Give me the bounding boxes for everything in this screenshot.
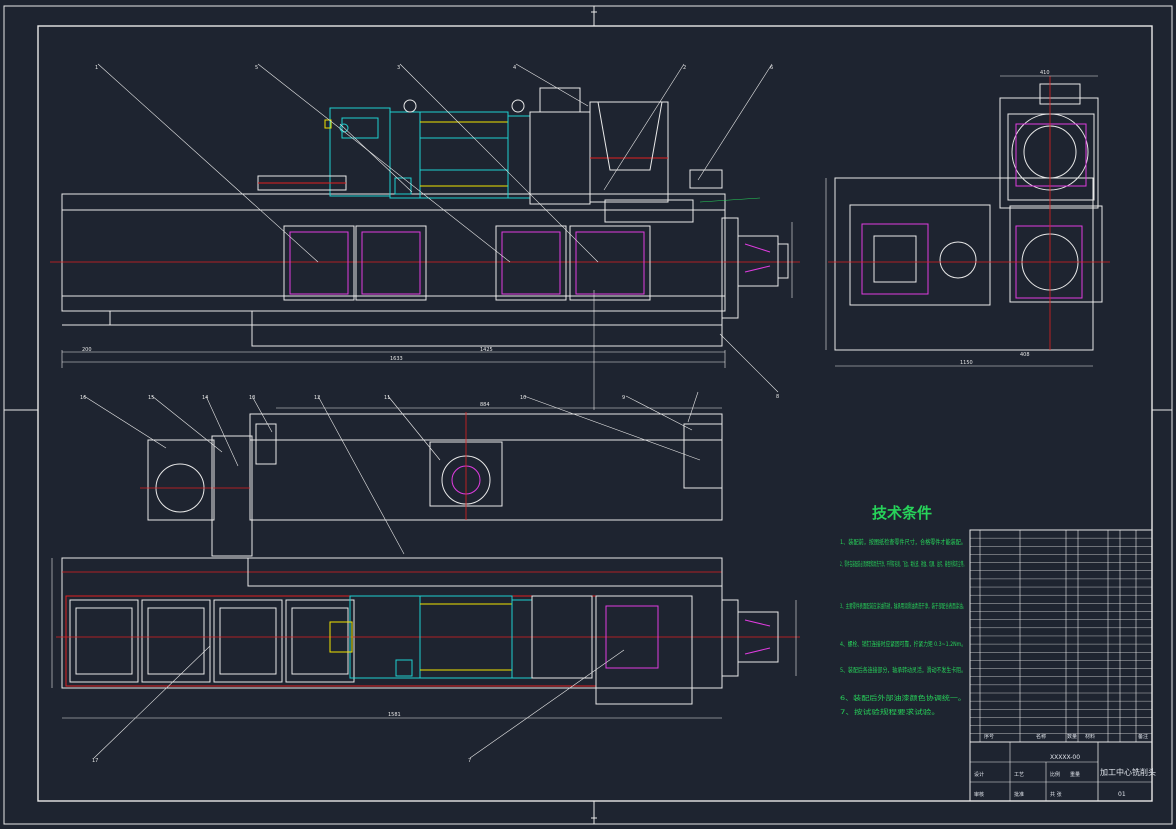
dimension-label: 1425	[480, 347, 493, 353]
sheet-frame	[3, 5, 1173, 825]
callout-label: 12	[314, 395, 320, 401]
dimension-label: 1581	[388, 712, 401, 718]
header-qty: 数量	[1067, 733, 1077, 740]
drawing-number: XXXXX-00	[1050, 754, 1080, 761]
dimension-texts: 1633 200 1425 1581 884 1150 410 408	[82, 70, 1050, 718]
header-name: 名称	[1036, 733, 1046, 740]
tech-req-title: 技术条件	[872, 504, 932, 522]
tech-req-item: 3、主要零件表面配前应涂油防锈，轴承用润滑油清洗干净，装于部配合表面涂油。	[840, 601, 966, 610]
callout-label: 6	[770, 65, 773, 71]
label-scale: 比例	[1050, 771, 1060, 778]
callout-label: 13	[249, 395, 255, 401]
dimension-label: 1150	[960, 360, 973, 366]
callout-label: 1	[95, 65, 98, 71]
label-approve: 批准	[1014, 791, 1024, 798]
callout-label: 14	[202, 395, 208, 401]
sheet-index: 01	[1118, 791, 1126, 798]
callout-label: 4	[513, 65, 516, 71]
header-remark: 备注	[1138, 733, 1148, 740]
callout-labels-bottom: 16 15 14 13 12 11 10 9 17 7	[80, 395, 625, 764]
tech-req-item: 1、装配前，按图纸检查零件尺寸，合格零件才能装配。	[840, 537, 966, 546]
tech-req-item: 6、装配后外部油漆颜色协调统一。	[840, 693, 966, 702]
dimension-label: 884	[480, 402, 490, 408]
technical-requirements: 技术条件 1、装配前，按图纸检查零件尺寸，合格零件才能装配。 2、零件在装配前必…	[840, 504, 966, 716]
parts-list-rows	[970, 529, 1152, 743]
label-sheets: 共 张	[1050, 791, 1062, 798]
callout-label: 16	[80, 395, 86, 401]
header-material: 材料	[1085, 733, 1095, 740]
callout-label: 8	[776, 394, 779, 400]
label-check: 审核	[974, 791, 984, 798]
callout-label: 9	[622, 395, 625, 401]
plan-view	[51, 391, 800, 759]
label-design: 设计	[974, 771, 984, 778]
callout-label: 3	[397, 65, 400, 71]
tech-req-item: 2、零件在装配前必须清理和清洗干净，不得有毛刺、飞边、氧化皮、锈蚀、切屑、油污、…	[840, 559, 966, 568]
callout-label: 11	[384, 395, 390, 401]
label-weight: 重量	[1070, 771, 1080, 778]
header-seq: 序号	[984, 733, 994, 740]
dimension-label: 408	[1020, 352, 1030, 358]
label-process: 工艺	[1014, 772, 1024, 778]
dimension-label: 410	[1040, 70, 1050, 76]
dimension-label: 1633	[390, 356, 403, 362]
callout-label: 15	[148, 395, 154, 401]
tech-req-item: 4、螺栓、销钉连接时应紧固可靠，拧紧力矩 0.3~1.2Nm。	[840, 639, 966, 648]
callout-label: 2	[683, 65, 686, 71]
callout-label: 5	[255, 65, 258, 71]
front-elevation-view	[50, 63, 800, 410]
dimension-label: 200	[82, 347, 92, 353]
drawing-title: 加工中心铣削头	[1100, 767, 1156, 777]
tech-req-item: 7、按试验规程要求试验。	[840, 707, 940, 716]
callout-label: 17	[92, 758, 98, 764]
callout-labels-top: 1 5 3 4 2 6 8	[95, 65, 779, 400]
tech-req-item: 5、装配后各连接部分，轴承转动灵活，滑动不发生卡阻。	[840, 665, 966, 674]
title-block-texts: 加工中心铣削头 XXXXX-00 01 序号 名称 数量 材料 备注 设计 审核…	[974, 733, 1156, 798]
title-block	[970, 741, 1152, 801]
callout-label: 10	[520, 395, 526, 401]
side-view	[825, 75, 1110, 367]
callout-label: 7	[468, 758, 471, 764]
